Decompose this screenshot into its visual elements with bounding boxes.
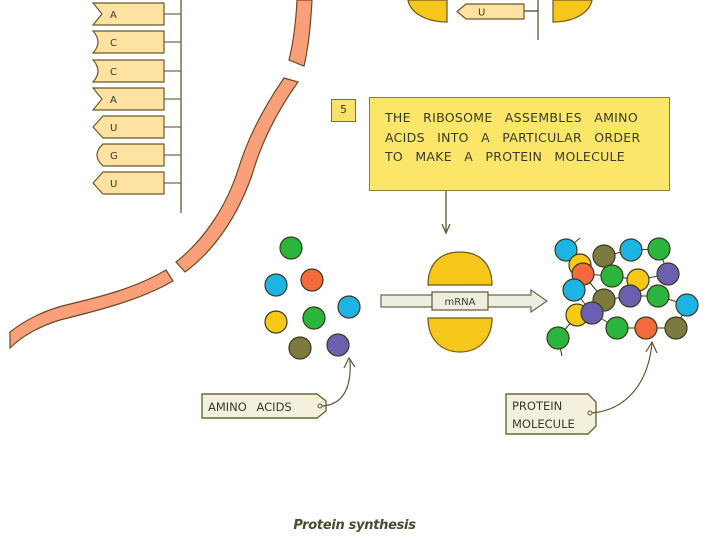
protein-amino-acid [634,316,658,340]
amino-acid [302,306,326,330]
ribosome-top-left-half [407,0,448,23]
trna-top-base-label: U [478,8,485,19]
trna-base-a [91,87,165,111]
trna-top-base [456,3,525,20]
amino-acids-label: AMINO ACIDS [208,400,292,414]
amino-acid [288,336,312,360]
amino-acid [337,295,361,319]
trna-base-label: A [110,95,117,106]
trna-base-label: G [110,151,118,162]
trna-base-label: C [110,38,117,49]
trna-base-label: U [110,179,117,190]
trna-base-label: A [110,10,117,21]
protein-amino-acid [619,238,643,262]
callout-arrow [441,191,451,235]
protein-amino-acid [562,278,586,302]
amino-acid [300,268,324,292]
membrane-segment-top [288,0,313,67]
nuclear-membrane [9,0,313,350]
protein-amino-acid [656,262,680,286]
trna-base-label: U [110,123,117,134]
protein-amino-acid [675,293,699,317]
amino-acid [264,273,288,297]
trna-base-c [91,30,165,54]
amino-acids-pointer [321,359,351,407]
figure-caption: Protein synthesis [293,518,416,533]
amino-acids-tag: AMINO ACIDS [201,356,356,419]
trna-base-g [96,143,165,167]
amino-acid [279,236,303,260]
ribosome-large-subunit [427,251,493,286]
trna-left: A C C A U G U [91,0,182,213]
trna-base-u [92,115,165,139]
protein-amino-acid [664,316,688,340]
protein-molecule [546,237,699,357]
protein-amino-acid [546,326,570,350]
protein-amino-acid [592,244,616,268]
mrna-label-box [431,291,489,311]
amino-acid-cluster [264,236,361,360]
amino-acid [264,310,288,334]
membrane-segment-bottom [9,269,174,350]
amino-acid [326,333,350,357]
protein-amino-acid [618,284,642,308]
protein-amino-acid [647,237,671,261]
ribosome-top [407,0,593,23]
protein-label-line2: MOLECULE [512,417,575,431]
trna-top: U [456,0,539,40]
trna-base-u [92,171,165,195]
mrna-label: mRNA [444,297,475,308]
protein-amino-acid [600,264,624,288]
trna-base-c [91,59,165,83]
protein-amino-acid [646,284,670,308]
protein-amino-acid [580,301,604,325]
protein-amino-acid [554,238,578,262]
protein-pointer [591,342,653,414]
ribosome: mRNA [380,251,549,353]
protein-label-line1: PROTEIN [512,399,562,413]
step-description-callout: THE RIBOSOME ASSEMBLES AMINO ACIDS INTO … [369,97,670,191]
membrane-segment-middle [175,77,299,273]
protein-molecule-tag: PROTEIN MOLECULE [505,340,658,435]
protein-amino-acid [605,316,629,340]
ribosome-top-right-half [552,0,593,23]
ribosome-small-subunit [427,317,493,353]
step-number-badge: 5 [331,99,356,122]
trna-base-a [91,2,165,26]
trna-base-label: C [110,67,117,78]
